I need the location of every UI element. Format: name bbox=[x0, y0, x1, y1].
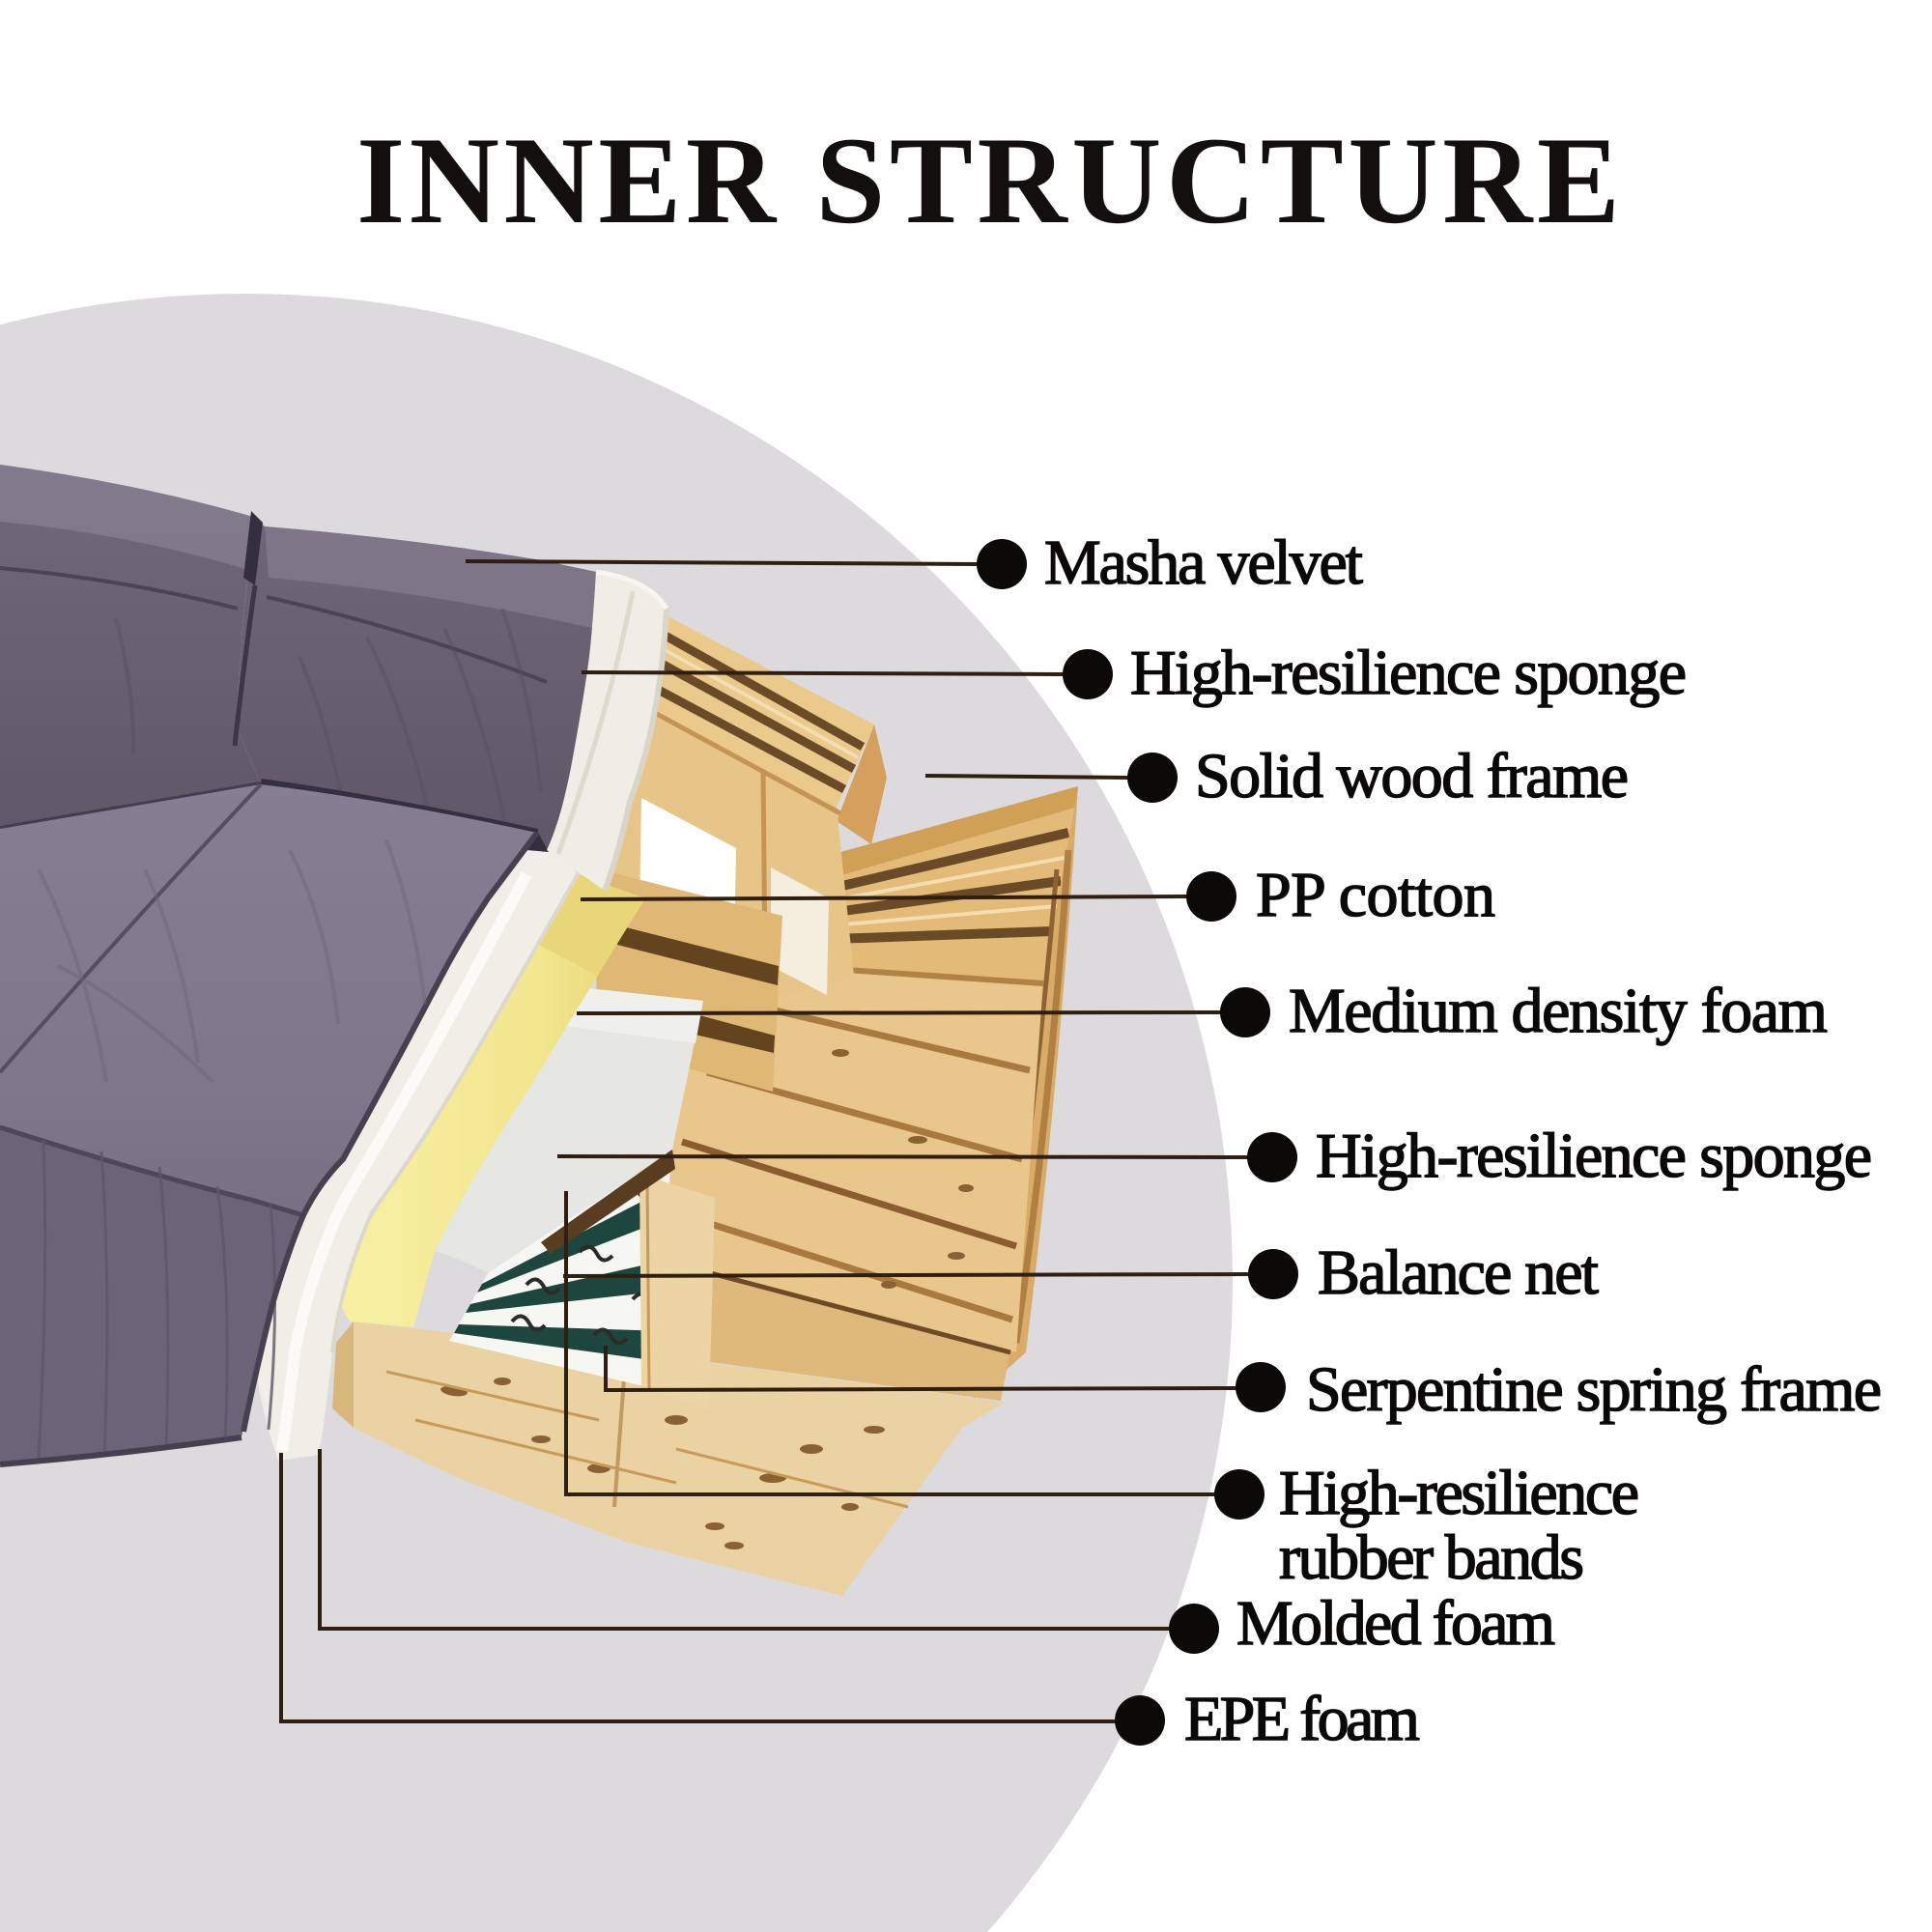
svg-text:High-resilience sponge: High-resilience sponge bbox=[1130, 638, 1687, 708]
svg-text:PP cotton: PP cotton bbox=[1256, 860, 1495, 930]
svg-text:EPE foam: EPE foam bbox=[1184, 1684, 1420, 1754]
svg-text:High-resilience sponge: High-resilience sponge bbox=[1316, 1121, 1872, 1191]
svg-text:INNER STRUCTURE: INNER STRUCTURE bbox=[356, 111, 1620, 249]
svg-text:Masha velvet: Masha velvet bbox=[1044, 527, 1363, 598]
svg-text:rubber bands: rubber bands bbox=[1279, 1522, 1584, 1593]
svg-text:High-resilience: High-resilience bbox=[1279, 1458, 1639, 1528]
svg-text:Balance net: Balance net bbox=[1318, 1237, 1599, 1308]
svg-text:Solid wood frame: Solid wood frame bbox=[1195, 741, 1629, 811]
svg-text:Molded foam: Molded foam bbox=[1236, 1588, 1555, 1659]
svg-text:Medium density foam: Medium density foam bbox=[1289, 976, 1828, 1046]
svg-text:Serpentine spring frame: Serpentine spring frame bbox=[1306, 1354, 1882, 1425]
